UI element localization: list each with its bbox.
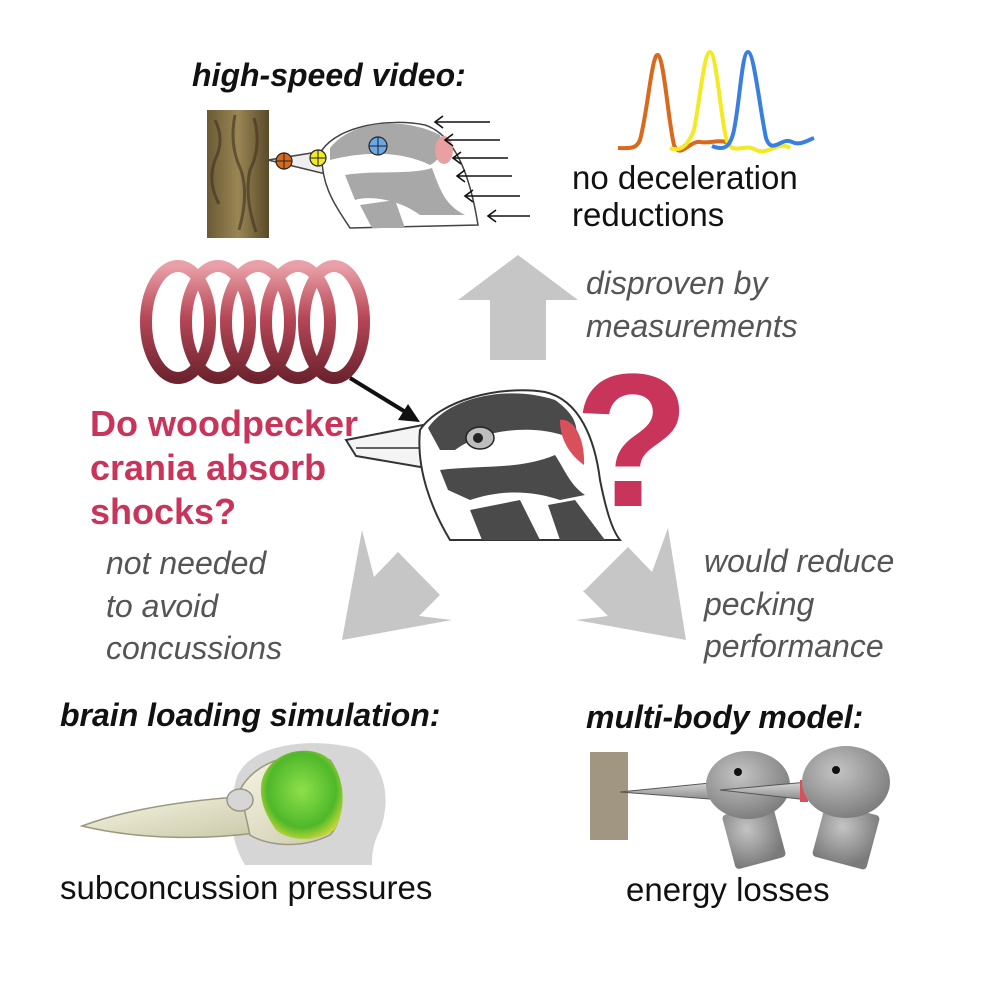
caption-subconcussion: subconcussion pressures [60, 869, 433, 906]
label-line: concussions [106, 630, 283, 667]
label-line: disproven by [586, 265, 768, 301]
label-not-needed: not needed to avoid concussions [106, 542, 282, 670]
central-cheek-stripe [440, 455, 585, 500]
bark-texture [210, 114, 259, 233]
question-line: Do woodpecker [90, 403, 359, 444]
central-neck-patch [470, 500, 540, 540]
central-cap [428, 393, 577, 450]
caption-line: reductions [572, 195, 725, 233]
tree-bark [207, 110, 269, 238]
signal-yellow [669, 49, 792, 154]
label-would-reduce: would reduce pecking performance [704, 540, 894, 668]
model-head-left [706, 751, 790, 819]
question-line: crania absorb [90, 446, 327, 488]
signal-plot [617, 49, 815, 154]
label-line: measurements [586, 307, 798, 344]
skull-simulation [79, 743, 386, 865]
header-multi-body-model: multi-body model: [586, 699, 864, 735]
caption-no-deceleration: no deceleration reductions [572, 159, 798, 234]
header-brain-loading-simulation: brain loading simulation: [60, 697, 441, 733]
video-illustration [207, 110, 530, 238]
model-head-right [802, 746, 890, 818]
signal-blue [711, 49, 815, 150]
label-line: would reduce [704, 543, 895, 579]
question-line: shocks? [90, 490, 237, 532]
arrow-up [458, 255, 578, 360]
question-mark-icon: ? [574, 335, 691, 547]
model-neck-left [722, 803, 786, 869]
caption-line: no deceleration [572, 159, 798, 196]
label-disproven: disproven by measurements [586, 262, 798, 347]
model-neck-right [812, 802, 880, 870]
arrow-down-right [576, 528, 686, 640]
central-crest [560, 419, 585, 465]
header-high-speed-video: high-speed video: [192, 57, 466, 93]
brain-model [260, 750, 343, 839]
signal-orange [617, 52, 732, 153]
central-question: Do woodpecker crania absorb shocks? [90, 402, 358, 534]
label-line: performance [704, 628, 884, 665]
video-bird-cheek [345, 168, 465, 215]
multibody-model [590, 746, 890, 870]
label-line: pecking [704, 585, 815, 622]
label-line: not needed [106, 545, 267, 581]
model-wall [590, 752, 628, 840]
force-arrows [433, 115, 530, 223]
woodpecker-head [344, 389, 623, 541]
arrow-down-left [342, 530, 452, 640]
spring-pointer-arrow [348, 376, 420, 422]
spring-icon [140, 260, 370, 384]
caption-energy-losses: energy losses [626, 871, 830, 908]
label-line: to avoid [106, 587, 219, 624]
video-bird-neck-patch [360, 200, 405, 228]
skull-orbit [226, 788, 254, 812]
